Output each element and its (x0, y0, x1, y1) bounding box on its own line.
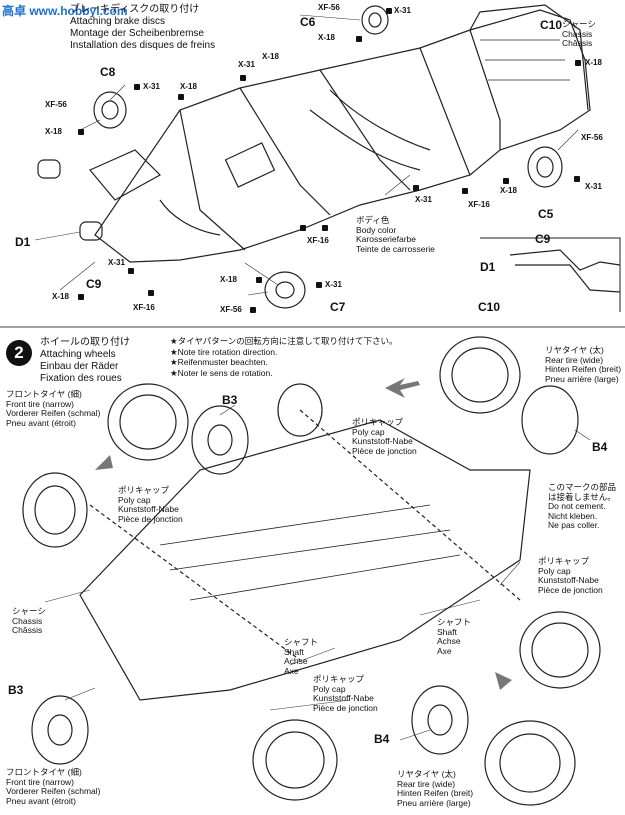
marker-dot (250, 307, 256, 313)
code-x18-c7: X-18 (220, 275, 237, 284)
part-b4-top: B4 (592, 440, 608, 454)
step2-title-de: Einbau der Räder (40, 361, 119, 372)
code-x18-bottomleft: X-18 (52, 292, 69, 301)
code-x18-right: X-18 (585, 58, 602, 67)
marker-dot (575, 60, 581, 66)
part-c9-inset: C9 (535, 232, 551, 246)
part-c5: C5 (538, 207, 554, 221)
marker-dot (413, 185, 419, 191)
rear-tire-label-bottom: リヤタイヤ (太) Rear tire (wide) Hinten Reifen… (397, 769, 474, 808)
part-b3-bottom: B3 (8, 683, 24, 697)
marker-dot (78, 294, 84, 300)
rear-tire-label-top: リヤタイヤ (太) Rear tire (wide) Hinten Reifen… (545, 345, 622, 384)
step1-title-ja: ブレーキディスクの取り付け (70, 4, 200, 15)
code-x31-bottomleft: X-31 (108, 258, 125, 267)
step1-title-fr: Installation des disques de freins (70, 40, 216, 51)
code-x31-c7: X-31 (325, 280, 342, 289)
part-c10: C10 (540, 18, 563, 32)
code-x18-mid: X-18 (180, 82, 197, 91)
code-xf16-center: XF-16 (468, 200, 490, 209)
part-d1-inset: D1 (480, 260, 496, 274)
poly-cap-label-4: ポリキャップ Poly cap Kunststoff-Nabe Pièce de… (313, 674, 378, 713)
step2-notes: ★タイヤパターンの回転方向に注意して取り付けて下さい。 ★Note tire r… (170, 336, 398, 378)
step2-title-en: Attaching wheels (40, 349, 116, 360)
marker-dot (300, 225, 306, 231)
step2-number: 2 (6, 340, 32, 366)
step2-title-ja: ホイールの取り付け (40, 337, 130, 348)
part-b4-bottom: B4 (374, 732, 390, 746)
poly-cap-label-3: ポリキャップ Poly cap Kunststoff-Nabe Pièce de… (538, 556, 603, 595)
code-x18-center: X-18 (500, 186, 517, 195)
step2-title-fr: Fixation des roues (40, 373, 122, 384)
marker-dot (316, 282, 322, 288)
marker-dot (78, 129, 84, 135)
poly-cap-label-1: ポリキャップ Poly cap Kunststoff-Nabe Pièce de… (352, 417, 417, 456)
watermark-logo: 高卓 www.hobbyi.com (2, 4, 128, 18)
marker-dot (128, 268, 134, 274)
poly-cap-label-2: ポリキャップ Poly cap Kunststoff-Nabe Pièce de… (118, 485, 183, 524)
front-tire-label-top: フロントタイヤ (細) Front tire (narrow) Vorderer… (6, 389, 101, 428)
part-c6: C6 (300, 15, 316, 29)
shaft-label-center: シャフト Shaft Achse Axe (284, 637, 319, 676)
step1-title-de: Montage der Scheibenbremse (70, 28, 204, 39)
part-b3-top: B3 (222, 393, 238, 407)
code-xf56-top: XF-56 (318, 3, 340, 12)
chassis-label-step1: シャーシ Chassis Châssis (562, 19, 596, 48)
code-xf16-bottomleft: XF-16 (133, 303, 155, 312)
code-xf16-body: XF-16 (307, 236, 329, 245)
marker-dot (240, 75, 246, 81)
code-x18-left: X-18 (45, 127, 62, 136)
step1-title-en: Attaching brake discs (70, 16, 166, 27)
code-xf56-c7: XF-56 (220, 305, 242, 314)
part-c10-inset: C10 (478, 300, 501, 314)
part-c7: C7 (330, 300, 346, 314)
marker-dot (574, 176, 580, 182)
code-xf56-right: XF-56 (581, 133, 603, 142)
part-d1: D1 (15, 235, 31, 249)
code-x31-mid: X-31 (238, 60, 255, 69)
marker-dot (503, 178, 509, 184)
code-x31-c8: X-31 (143, 82, 160, 91)
no-glue-note: このマークの部品 は接着しません。 Do not cement. Nicht k… (548, 482, 617, 530)
code-x31-center: X-31 (415, 195, 432, 204)
code-x31-top: X-31 (394, 6, 411, 15)
front-tire-label-bottom: フロントタイヤ (細) Front tire (narrow) Vorderer… (6, 767, 101, 806)
marker-dot (462, 188, 468, 194)
part-c8: C8 (100, 65, 116, 79)
marker-dot (386, 8, 392, 14)
code-xf56-left: XF-56 (45, 100, 67, 109)
marker-dot (356, 36, 362, 42)
part-c9-left: C9 (86, 277, 102, 291)
code-x18-mid2: X-18 (262, 52, 279, 61)
code-x31-right: X-31 (585, 182, 602, 191)
marker-dot (134, 84, 140, 90)
marker-dot (256, 277, 262, 283)
code-x18-top: X-18 (318, 33, 335, 42)
marker-dot (148, 290, 154, 296)
marker-dot (322, 225, 328, 231)
shaft-label-right: シャフト Shaft Achse Axe (437, 617, 472, 656)
marker-dot (178, 94, 184, 100)
body-color-label: ボディ色 Body color Karosseriefarbe Teinte d… (356, 215, 435, 254)
chassis-label-step2: シャーシ Chassis Châssis (12, 606, 46, 635)
